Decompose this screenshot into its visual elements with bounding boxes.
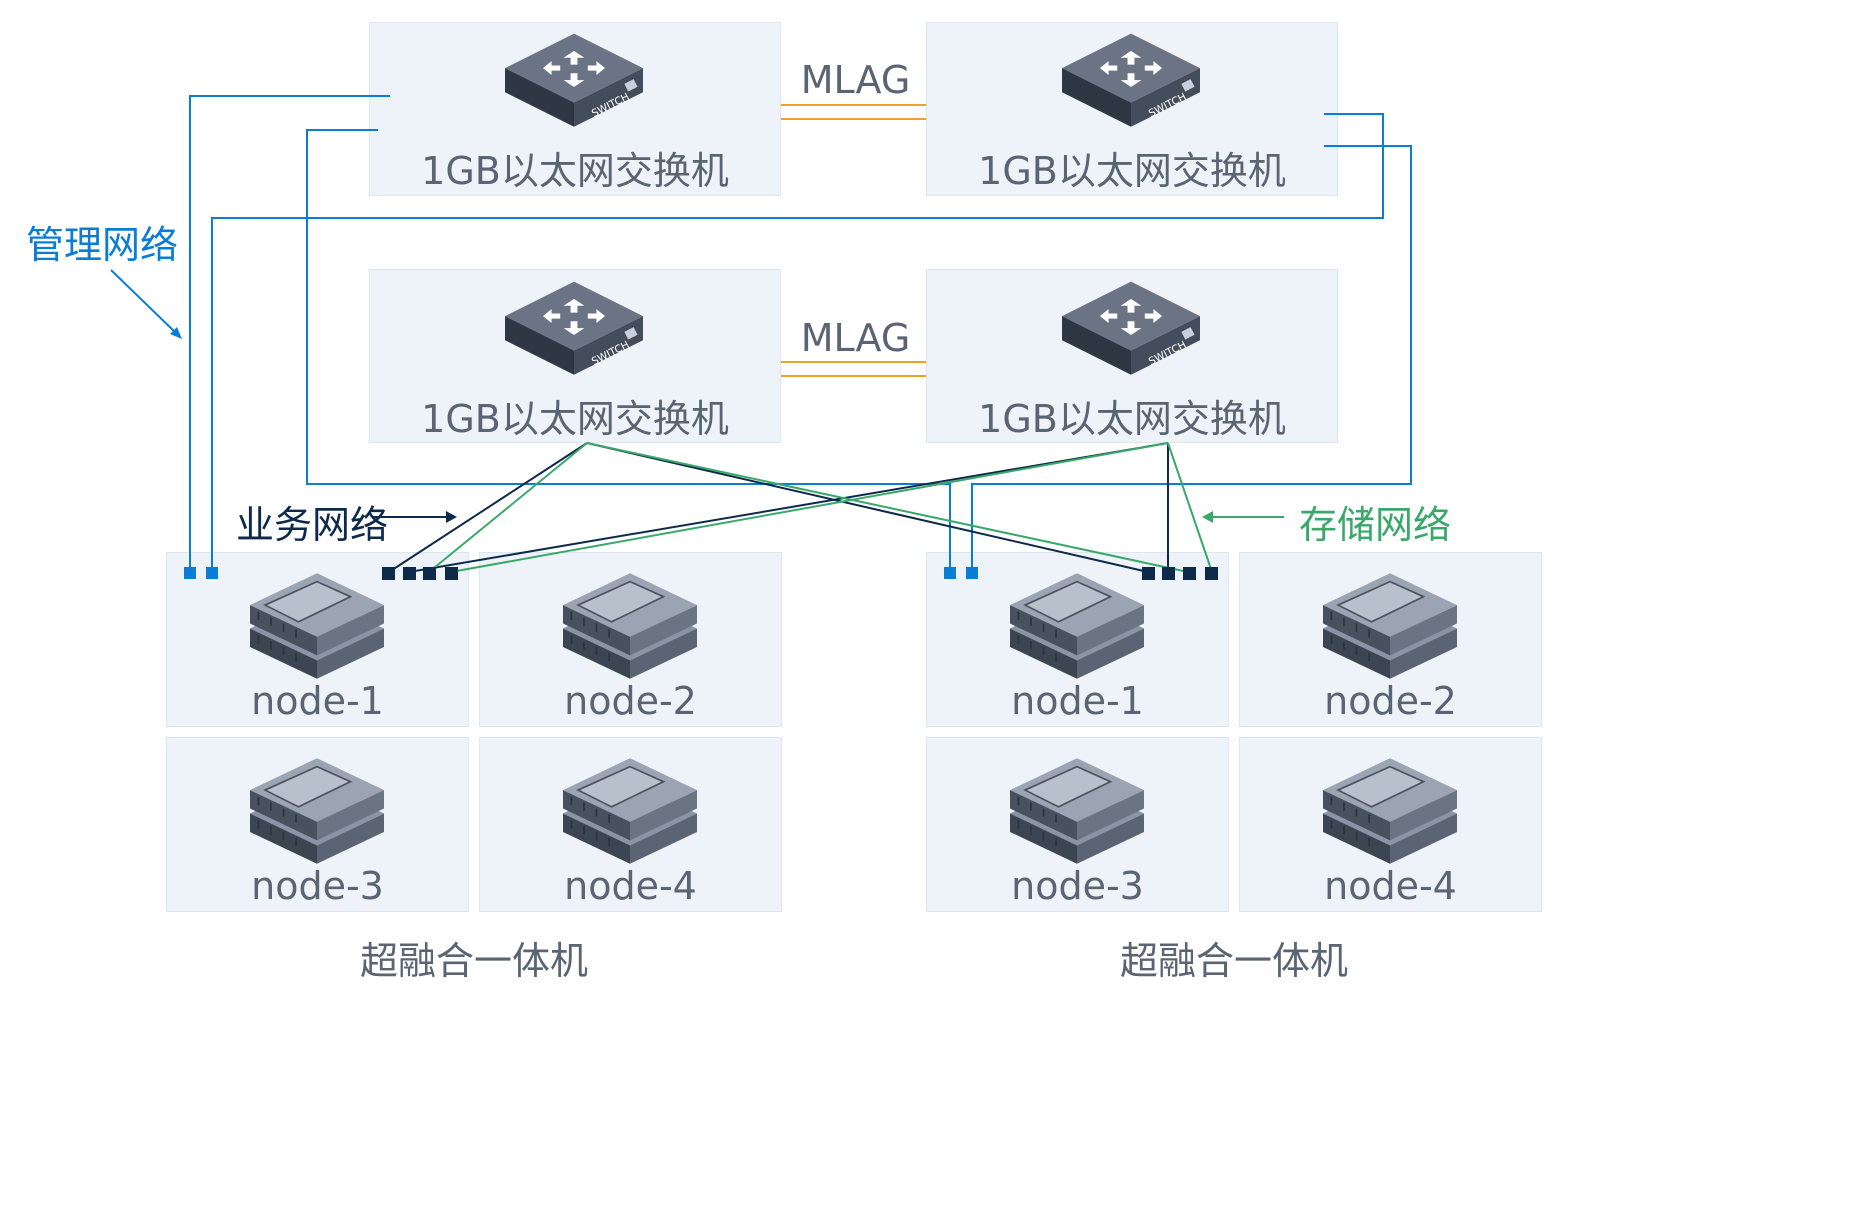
- storage-port: [445, 567, 458, 580]
- mgmt-port: [206, 567, 218, 579]
- storage-port: [1183, 567, 1196, 580]
- storage-port: [423, 567, 436, 580]
- switch-label: 1GB以太网交换机: [978, 149, 1286, 193]
- cluster-caption: 超融合一体机: [359, 939, 588, 983]
- switch-icon: [1062, 33, 1200, 127]
- business-port: [1142, 567, 1155, 580]
- business-port: [1162, 567, 1175, 580]
- business-port: [382, 567, 395, 580]
- mlag-link-bottom: [781, 361, 926, 377]
- ports-cluster-1: [184, 567, 458, 580]
- node-label: node-1: [1011, 679, 1144, 723]
- business-network-label: 业务网络: [236, 503, 389, 547]
- switch-icon: [1062, 281, 1200, 375]
- server-icon: [1010, 757, 1144, 865]
- server-icon: [1323, 757, 1457, 865]
- switch-label: 1GB以太网交换机: [421, 149, 729, 193]
- mgmt-port: [944, 567, 956, 579]
- switch-label: 1GB以太网交换机: [421, 397, 729, 441]
- node-label: node-3: [1011, 864, 1144, 908]
- switch-icon: [505, 281, 643, 375]
- mlag-label: MLAG: [800, 58, 911, 102]
- node-label: node-3: [251, 864, 384, 908]
- server-icon: [563, 572, 697, 680]
- storage-network-label: 存储网络: [1299, 503, 1452, 547]
- cluster-caption: 超融合一体机: [1119, 939, 1348, 983]
- mlag-label: MLAG: [800, 316, 911, 360]
- server-icon: [1010, 572, 1144, 680]
- business-wires: [388, 442, 1169, 573]
- business-port: [403, 567, 416, 580]
- server-icon: [1323, 572, 1457, 680]
- node-label: node-1: [251, 679, 384, 723]
- mgmt-port: [966, 567, 978, 579]
- storage-arrow: [1202, 511, 1284, 523]
- management-network-label: 管理网络: [26, 223, 179, 267]
- management-wires: [189, 95, 1412, 572]
- node-label: node-4: [564, 864, 697, 908]
- node-label: node-2: [564, 679, 697, 723]
- ports-cluster-2: [944, 567, 1218, 580]
- node-label: node-2: [1324, 679, 1457, 723]
- mlag-link-top: [781, 104, 926, 120]
- management-arrow: [110, 269, 182, 339]
- server-icon: [250, 757, 384, 865]
- switch-icon: [505, 33, 643, 127]
- server-icon: [563, 757, 697, 865]
- storage-wires: [428, 442, 1213, 573]
- mgmt-port: [184, 567, 196, 579]
- server-icon: [250, 572, 384, 680]
- business-arrow: [372, 511, 457, 523]
- storage-port: [1205, 567, 1218, 580]
- switch-label: 1GB以太网交换机: [978, 397, 1286, 441]
- node-label: node-4: [1324, 864, 1457, 908]
